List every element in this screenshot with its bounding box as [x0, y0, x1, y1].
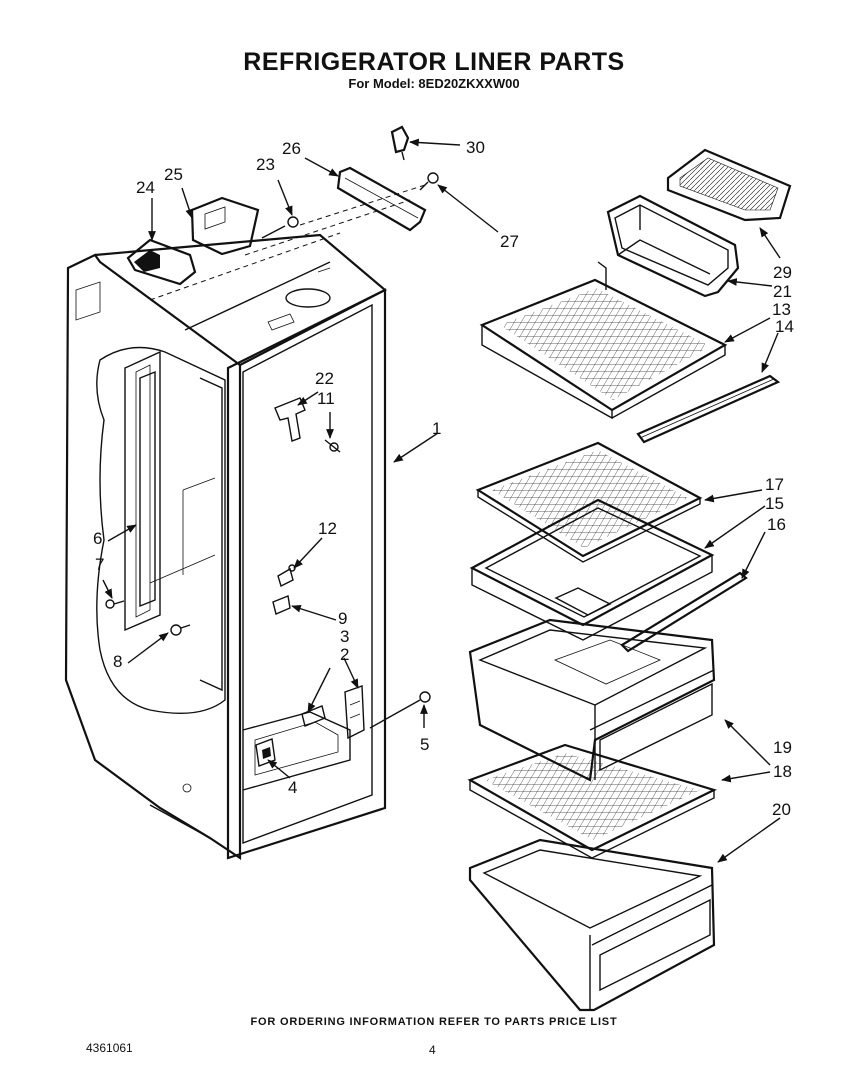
callout-3: 3 — [340, 627, 349, 646]
crisper-cover-part-18 — [467, 743, 717, 859]
callout-7: 7 — [95, 555, 104, 574]
shelf-frame-part-15 — [469, 498, 715, 641]
crisper-drawer-part-19 — [468, 618, 716, 782]
callout-12: 12 — [318, 519, 337, 538]
callout-6: 6 — [93, 529, 102, 548]
callout-26: 26 — [282, 139, 301, 158]
liner-cabinet — [64, 233, 387, 861]
callout-labels: 1 2 3 4 5 6 7 8 9 11 12 13 14 15 16 17 1… — [93, 138, 794, 819]
wire-shelf-part-13 — [479, 261, 728, 420]
clip-part-12 — [277, 564, 296, 587]
callout-27: 27 — [500, 232, 519, 251]
callout-25: 25 — [164, 165, 183, 184]
trim-part-16 — [620, 571, 748, 653]
callout-17: 17 — [765, 475, 784, 494]
callout-8: 8 — [113, 652, 122, 671]
callout-11: 11 — [317, 389, 335, 408]
callout-leaders — [102, 138, 781, 863]
glass-shelf-part-17 — [475, 441, 703, 563]
screw-part-8 — [170, 624, 191, 636]
cover-part-25 — [190, 196, 260, 256]
screw-part-7 — [105, 599, 125, 609]
rail-part-6 — [139, 370, 156, 608]
bracket-part-2 — [344, 685, 365, 740]
callout-2: 2 — [340, 645, 349, 664]
callout-13: 13 — [772, 300, 791, 319]
callout-5: 5 — [420, 735, 429, 754]
bracket-part-3 — [301, 705, 326, 727]
screw-part-27 — [419, 172, 439, 191]
pivot-part-4 — [255, 738, 276, 767]
callout-22: 22 — [315, 369, 334, 388]
page-number: 4 — [429, 1043, 436, 1057]
screw-part-11 — [324, 439, 341, 453]
callout-21: 21 — [773, 282, 792, 301]
callout-24: 24 — [136, 178, 155, 197]
callout-30: 30 — [466, 138, 485, 157]
callout-16: 16 — [767, 515, 786, 534]
document-number: 4361061 — [86, 1041, 133, 1055]
ice-bin-part-21 — [606, 194, 740, 298]
page-title: REFRIGERATOR LINER PARTS — [243, 48, 625, 76]
ordering-note: FOR ORDERING INFORMATION REFER TO PARTS … — [250, 1016, 618, 1028]
channel-part-26 — [336, 166, 427, 232]
callout-15: 15 — [765, 494, 784, 513]
screw-part-5 — [369, 691, 431, 729]
clip-part-9 — [272, 595, 291, 615]
callout-1: 1 — [432, 419, 441, 438]
model-subtitle: For Model: 8ED20ZKXXW00 — [348, 76, 520, 91]
clip-part-30 — [390, 125, 410, 161]
ice-tray-part-29 — [666, 148, 792, 222]
shelf-trim-part-14 — [636, 374, 781, 444]
callout-4: 4 — [288, 778, 297, 797]
bracket-part-22 — [274, 397, 306, 442]
callout-9: 9 — [338, 609, 347, 628]
screw-part-23 — [261, 216, 299, 239]
callout-20: 20 — [772, 800, 791, 819]
callout-19: 19 — [773, 738, 792, 757]
callout-18: 18 — [773, 762, 792, 781]
callout-23: 23 — [256, 155, 275, 174]
meat-drawer-part-20 — [468, 838, 716, 1012]
callout-14: 14 — [775, 317, 794, 336]
callout-29: 29 — [773, 263, 792, 282]
